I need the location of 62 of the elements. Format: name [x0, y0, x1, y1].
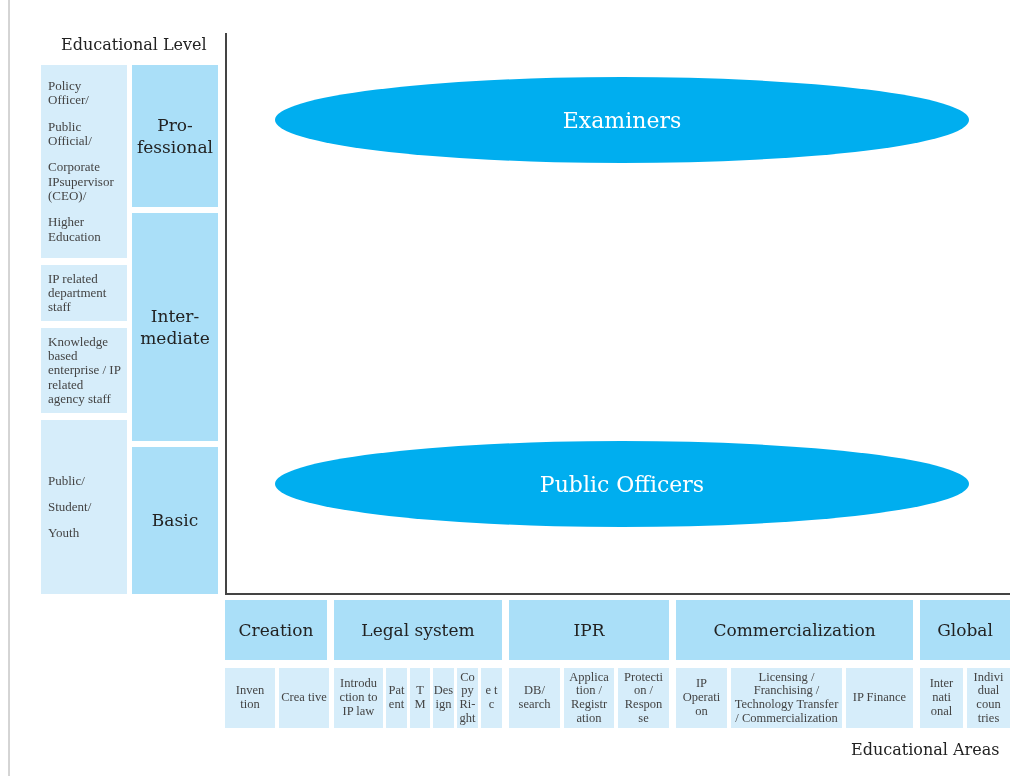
audience-box	[41, 65, 127, 258]
axis-title: Educational Level	[61, 35, 207, 54]
box-label: Student/	[48, 499, 92, 515]
topic-box	[509, 668, 560, 728]
area-header-box	[225, 600, 327, 660]
topic-box	[334, 668, 383, 728]
topic-box	[676, 668, 727, 728]
audience-box	[41, 328, 127, 413]
box-label: Inven tion	[234, 684, 266, 712]
ellipse-label: Examiners	[562, 107, 682, 133]
box-label: IP related department staff	[48, 271, 108, 315]
audience-box	[41, 420, 127, 594]
box-label: Higher Education	[48, 215, 102, 244]
box-label: Indivi dual coun tries	[972, 670, 1005, 726]
box-label: T M	[413, 684, 427, 712]
box-label: e t c	[484, 684, 499, 712]
topic-box	[846, 668, 913, 728]
box-label: Protecti on / Respon se	[623, 670, 664, 726]
area-header-box	[334, 600, 502, 660]
box-label: Co py Ri- ght	[458, 670, 477, 726]
box-label: Policy Officer/	[48, 79, 90, 108]
level-box	[132, 213, 218, 441]
box-label: Applica tion / Registr ation	[568, 670, 610, 726]
box-label: Public/	[48, 473, 85, 488]
box-label: IPR	[573, 619, 605, 641]
axis-title: Educational Areas	[851, 740, 1000, 759]
level-box	[132, 65, 218, 207]
box-label: IP Finance	[852, 691, 907, 705]
box-label: Inter nati onal	[928, 677, 955, 719]
box-label: Legal system	[361, 619, 475, 641]
topic-box	[481, 668, 502, 728]
topic-box	[386, 668, 407, 728]
box-label: Des ign	[433, 684, 454, 712]
box-label: Basic	[151, 509, 199, 532]
box-label: DB/ search	[517, 684, 552, 712]
box-label: Public Official/	[48, 119, 93, 149]
level-box	[132, 447, 218, 594]
box-label: IP Operati on	[681, 677, 722, 719]
area-header-box	[920, 600, 1010, 660]
box-label: Commercialization	[713, 619, 876, 641]
box-label: Knowledge based enterprise / IP related agency staff	[48, 334, 122, 407]
box-label: Crea tive	[281, 691, 327, 705]
topic-box	[225, 668, 275, 728]
ellipse-label: Public Officers	[539, 471, 705, 497]
topic-box	[920, 668, 963, 728]
topic-box	[279, 668, 329, 728]
box-label: Creation	[238, 619, 314, 641]
box-label: Pro- fessional	[136, 113, 214, 159]
target-ellipse	[275, 441, 969, 527]
box-label: Pat ent	[387, 684, 406, 712]
box-label: Introdu ction to IP law	[338, 677, 379, 719]
topic-box	[410, 668, 430, 728]
box-label: Corporate IPsupervisor (CEO)/	[48, 160, 115, 204]
topic-box	[433, 668, 454, 728]
box-label: Inter- mediate	[139, 304, 211, 350]
area-header-box	[676, 600, 913, 660]
audience-box	[41, 265, 127, 321]
box-label: Global	[937, 619, 993, 641]
box-label: Licensing / Franchising / Technology Transfer / Commercialization	[733, 670, 840, 726]
target-ellipse	[275, 77, 969, 163]
box-label: Youth	[48, 526, 80, 541]
area-header-box	[509, 600, 669, 660]
